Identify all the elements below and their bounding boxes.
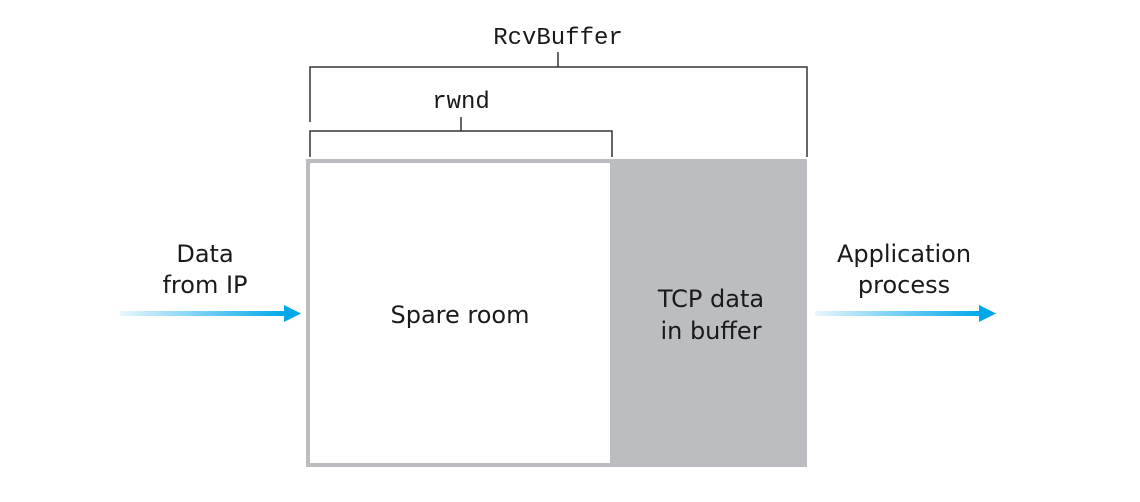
input-label-line1: Data (176, 240, 233, 268)
spare-room-label: Spare room (391, 301, 530, 329)
rcvbuffer-label: RcvBuffer (493, 25, 623, 52)
rwnd-bracket (309, 117, 613, 157)
output-label-line2: process (858, 271, 950, 299)
tcp-data-label-line1: TCP data (657, 285, 764, 313)
spare-room-region (306, 159, 614, 467)
output-label-line1: Application (837, 240, 971, 268)
input-label-line2: from IP (162, 271, 247, 299)
receive-buffer (306, 159, 807, 467)
output-arrow (815, 305, 996, 322)
tcp-data-region (612, 159, 807, 467)
rcvbuffer-bracket (309, 52, 808, 157)
input-arrow (120, 305, 301, 322)
rwnd-label: rwnd (432, 89, 490, 116)
tcp-data-label-line2: in buffer (660, 317, 761, 345)
